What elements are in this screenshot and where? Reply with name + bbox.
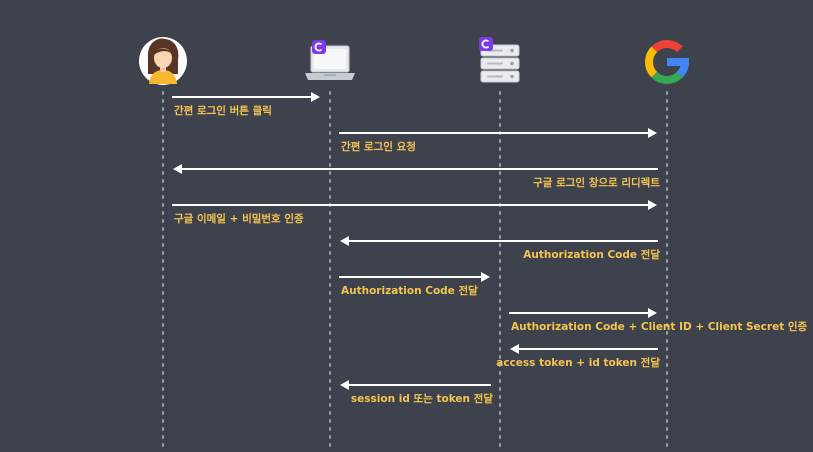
- participant-server: [479, 37, 520, 83]
- message-label: 간편 로그인 버튼 클릭: [174, 105, 272, 117]
- message-label: session id 또는 token 전달: [350, 393, 493, 405]
- arrow-head: [340, 380, 349, 390]
- arrow-head: [340, 236, 349, 246]
- message-arrow: [173, 164, 658, 174]
- arrow-head: [648, 308, 657, 318]
- arrow-head: [648, 200, 657, 210]
- message-label: 간편 로그인 요청: [341, 141, 416, 153]
- arrow-head: [648, 128, 657, 138]
- message-arrow: [172, 92, 320, 102]
- arrow-head: [173, 164, 182, 174]
- message-label: Authorization Code + Client ID + Client …: [511, 321, 808, 333]
- brand-logo-icon: [479, 37, 493, 51]
- message-arrow: [509, 308, 657, 318]
- participant-google: [645, 40, 689, 84]
- message-arrow: [339, 272, 490, 282]
- arrow-head: [510, 344, 519, 354]
- brand-logo-icon: [312, 40, 326, 54]
- message-arrow: [510, 344, 658, 354]
- participant-client: [305, 40, 355, 80]
- arrow-head: [481, 272, 490, 282]
- google-logo-icon: [645, 40, 689, 84]
- participant-user: [139, 37, 187, 85]
- message-label: 구글 로그인 창으로 리디렉트: [533, 177, 660, 189]
- message-arrow: [340, 236, 658, 246]
- message-arrow: [340, 380, 491, 390]
- lifelines: [162, 91, 668, 447]
- arrow-head: [311, 92, 320, 102]
- message-label: access token + id token 전달: [496, 357, 660, 369]
- message-label: 구글 이메일 + 비밀번호 인증: [174, 213, 304, 225]
- message-arrow: [339, 128, 657, 138]
- message-arrow: [172, 200, 657, 210]
- user-avatar-icon: [139, 37, 187, 85]
- message-label: Authorization Code 전달: [341, 285, 478, 297]
- message-label: Authorization Code 전달: [523, 249, 660, 261]
- messages: [172, 92, 658, 390]
